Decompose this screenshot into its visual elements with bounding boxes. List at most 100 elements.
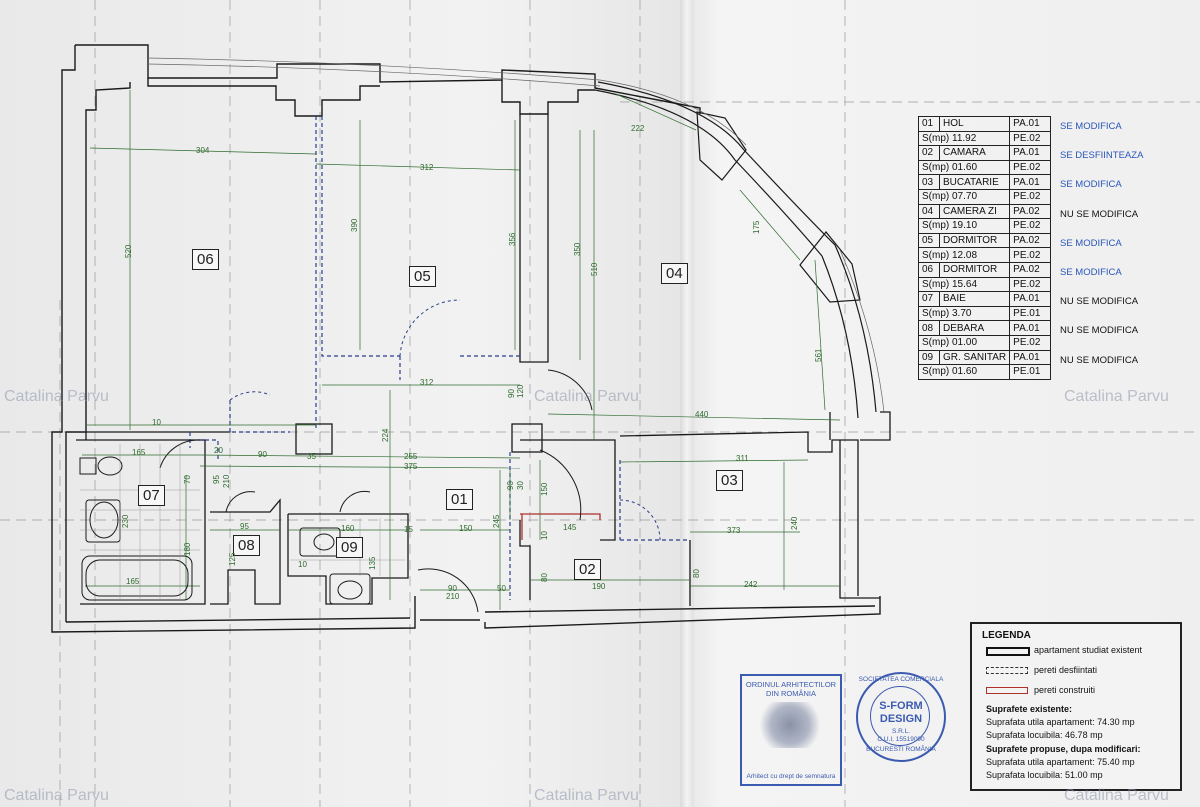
room-area: S(mp) 07.70 — [917, 188, 1011, 205]
dimension-label: 312 — [420, 378, 434, 387]
room-area: S(mp) 12.08 — [917, 247, 1011, 263]
room-pe-ref: PE.02 — [1009, 247, 1052, 263]
dimension-label: 240 — [790, 516, 799, 530]
dimension-label: 35 — [307, 452, 316, 461]
dimension-label: 304 — [196, 146, 210, 155]
room-pe-ref: PE.02 — [1009, 218, 1052, 234]
dimension-label: 30 — [516, 481, 525, 490]
room-pe-ref: PE.02 — [1009, 188, 1052, 205]
dimension-label: 150 — [540, 482, 549, 496]
dimension-label: 10 — [298, 560, 307, 569]
legend-item-label: pereti construiti — [1034, 685, 1096, 695]
room-area: S(mp) 01.60 — [917, 364, 1011, 380]
room-pe-ref: PE.01 — [1009, 305, 1052, 322]
room-area: S(mp) 3.70 — [917, 305, 1011, 322]
dimension-label: 373 — [727, 526, 741, 535]
dimension-label: 390 — [350, 218, 359, 232]
dimension-label: 50 — [497, 584, 506, 593]
room-pe-ref: PE.02 — [1009, 130, 1052, 147]
dimension-label: 125 — [228, 552, 237, 566]
existing-areas-heading: Suprafete existente: — [986, 704, 1073, 714]
room-label-08: 08 — [233, 535, 260, 556]
seal-srl: S.R.L. — [891, 728, 911, 735]
room-pa-ref: PA.02 — [1009, 232, 1052, 249]
dimension-label: 210 — [446, 592, 460, 601]
dimension-label: 222 — [631, 124, 645, 133]
stamp-line: ORDINUL ARHITECTILOR — [745, 680, 837, 689]
dimension-label: 311 — [736, 454, 749, 463]
room-name: HOL — [938, 116, 1011, 132]
room-area: S(mp) 11.92 — [917, 130, 1011, 147]
seal-ring-top: SOCIETATEA COMERCIALA — [858, 676, 944, 683]
room-number: 06 — [918, 261, 940, 278]
dimension-label: 255 — [404, 452, 418, 461]
room-pa-ref: PA.02 — [1009, 203, 1052, 220]
room-name: CAMERA ZI — [938, 203, 1011, 220]
legend-title: LEGENDA — [982, 630, 1031, 641]
room-label-01: 01 — [446, 489, 473, 510]
room-pa-ref: PA.01 — [1009, 116, 1052, 132]
room-number: 04 — [918, 203, 940, 220]
room-pa-ref: PA.01 — [1009, 145, 1052, 161]
proposed-living-area: Suprafata locuibila: 51.00 mp — [986, 770, 1103, 780]
room-name: GR. SANITAR — [938, 349, 1011, 366]
room-status: SE MODIFICA — [1060, 121, 1122, 132]
dimension-label: 80 — [540, 573, 549, 582]
dimension-label: 165 — [126, 577, 140, 586]
room-number: 09 — [918, 349, 940, 366]
room-label-06: 06 — [192, 249, 219, 270]
sanitary-fixtures — [79, 456, 371, 605]
dimension-label: 245 — [492, 514, 501, 528]
dimension-label: 160 — [341, 524, 355, 533]
room-pe-ref: PE.02 — [1009, 334, 1052, 351]
dimension-label: 95 — [212, 475, 221, 484]
room-number: 02 — [918, 145, 940, 161]
dimension-label: 350 — [573, 242, 582, 256]
dimension-lines — [82, 90, 841, 610]
room-area: S(mp) 01.00 — [917, 334, 1011, 351]
new-walls — [520, 513, 601, 540]
legend-box: LEGENDA apartament studiat existent pere… — [970, 622, 1182, 791]
dimension-label: 10 — [540, 531, 549, 540]
dimension-label: 95 — [240, 522, 249, 531]
architects-order-stamp: ORDINUL ARHITECTILOR DIN ROMÂNIA Arhitec… — [740, 674, 842, 786]
seal-ring-bottom: BUCURESTI ROMÂNIA — [866, 746, 936, 753]
room-label-07: 07 — [138, 485, 165, 506]
room-status: NU SE MODIFICA — [1060, 325, 1139, 337]
room-number: 03 — [918, 174, 940, 190]
watermark: Catalina Parvu — [1064, 787, 1169, 804]
dimension-label: 10 — [152, 418, 161, 427]
seal-cui: C.U.I. 15519090 — [877, 736, 925, 743]
room-status: NU SE MODIFICA — [1060, 208, 1139, 220]
exterior-walls — [51, 44, 881, 633]
dimension-label: 135 — [368, 556, 377, 570]
legend-item-label: apartament studiat existent — [1034, 645, 1143, 655]
dimension-label: 175 — [752, 220, 761, 234]
door-arcs — [159, 369, 593, 613]
room-name: DORMITOR — [938, 232, 1011, 249]
dimension-label: 90 — [448, 584, 457, 593]
room-status: SE MODIFICA — [1060, 267, 1122, 278]
dimension-label: 312 — [420, 163, 434, 172]
dimension-label: 242 — [744, 580, 758, 589]
room-pe-ref: PE.01 — [1009, 364, 1052, 380]
watermark: Catalina Parvu — [534, 787, 639, 804]
room-area: S(mp) 01.60 — [917, 159, 1011, 176]
dimension-label: 356 — [508, 232, 517, 246]
dimension-label: 90 — [507, 389, 516, 398]
room-pe-ref: PE.02 — [1009, 159, 1052, 176]
room-pa-ref: PA.01 — [1009, 174, 1052, 190]
